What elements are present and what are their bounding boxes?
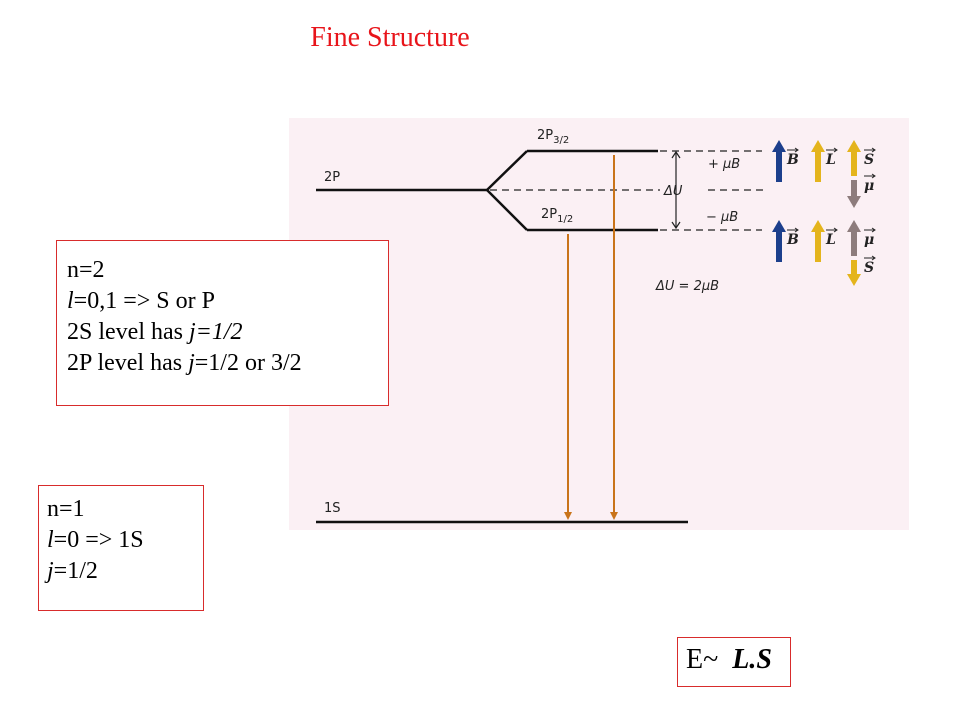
label-plus-mub: + μB [708,157,740,172]
page-title: Fine Structure [310,22,470,53]
label-2p: 2P [324,170,340,185]
energy-prefix: E~ [686,644,733,675]
n2-line-1: n=2 [67,257,105,283]
n2-info-box: n=2 l=0,1 => S or P 2S level has j=1/2 2… [56,240,389,406]
s-arrow-upper [847,140,861,176]
b-arrow-upper [772,140,786,182]
label-2p32: 2P3/2 [537,128,569,146]
label-delta-u-eq: ΔU = 2μB [655,279,719,294]
mu-arrow-upper [847,180,861,208]
mu-label-lower: μ [864,232,874,248]
n1-line-1: n=1 [47,496,85,522]
label-minus-mub: − μB [706,210,738,225]
s-arrow-lower [847,260,861,286]
b-label-upper: B [786,152,799,168]
s-label-lower: S [864,260,874,276]
n1-line-3: j=1/2 [47,558,98,584]
diagram-panel [289,118,909,530]
b-label-lower: B [786,232,799,248]
l-arrow-upper [811,140,825,182]
energy-formula-box: E~ L.S [677,637,791,687]
l-label-upper: L [825,152,836,168]
n2-line-2: l=0,1 => S or P [67,288,215,314]
n2-line-4: 2P level has j=1/2 or 3/2 [67,350,302,376]
l-label-lower: L [825,232,836,248]
s-label-upper: S [864,152,874,168]
n1-line-2: l=0 => 1S [47,527,144,553]
split-down-line [486,189,528,231]
n2-line-3: 2S level has j=1/2 [67,319,243,345]
label-delta-u: ΔU [663,184,683,199]
vector-overbars [787,147,876,261]
n1-info-box: n=1 l=0 => 1S j=1/2 [38,485,204,611]
energy-formula: L.S [732,644,772,675]
mu-label-upper: μ [864,178,874,194]
l-arrow-lower [811,220,825,262]
lower-vector-group: B L μ S [772,220,874,286]
label-1s: 1S [324,501,341,516]
mu-arrow-lower [847,220,861,256]
split-up-line [486,150,528,191]
label-2p12: 2P1/2 [541,207,573,225]
b-arrow-lower [772,220,786,262]
upper-vector-group: B L S μ [772,140,874,208]
